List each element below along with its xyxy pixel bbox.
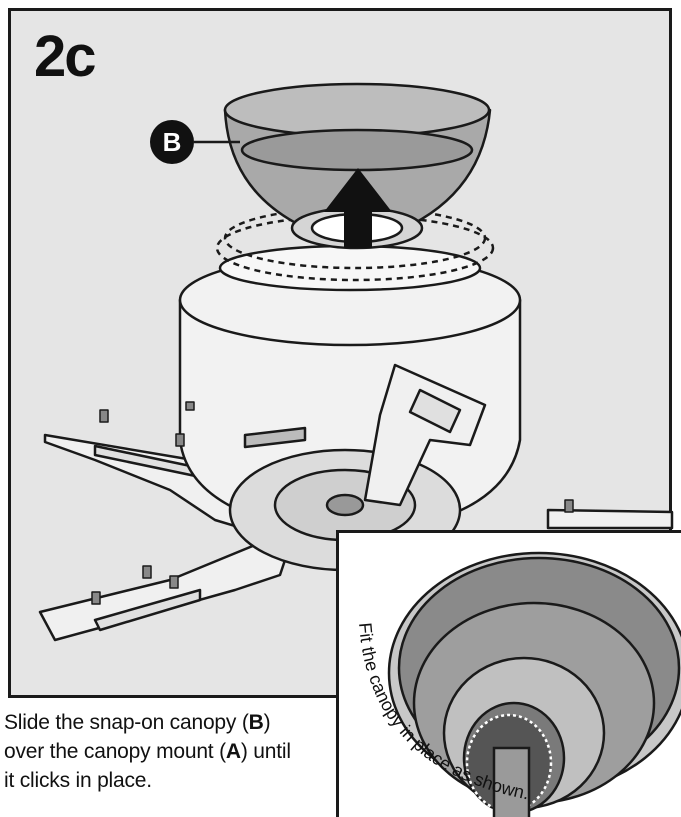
up-arrow-icon <box>324 168 392 248</box>
inset-canopy-illustration: Fit the canopy in place as shown. <box>355 551 681 817</box>
fan-illustration <box>38 82 674 642</box>
blade-arm-right-far <box>546 508 674 530</box>
step-label: 2c <box>34 24 96 89</box>
callout-b: B <box>150 120 194 164</box>
blade-arm-left-lower <box>38 543 292 642</box>
blade-arm-right <box>363 363 487 507</box>
instruction-text: Slide the snap-on canopy (B) over the ca… <box>4 711 291 792</box>
inset-detail: Fit the canopy in place as shown. <box>336 530 681 817</box>
